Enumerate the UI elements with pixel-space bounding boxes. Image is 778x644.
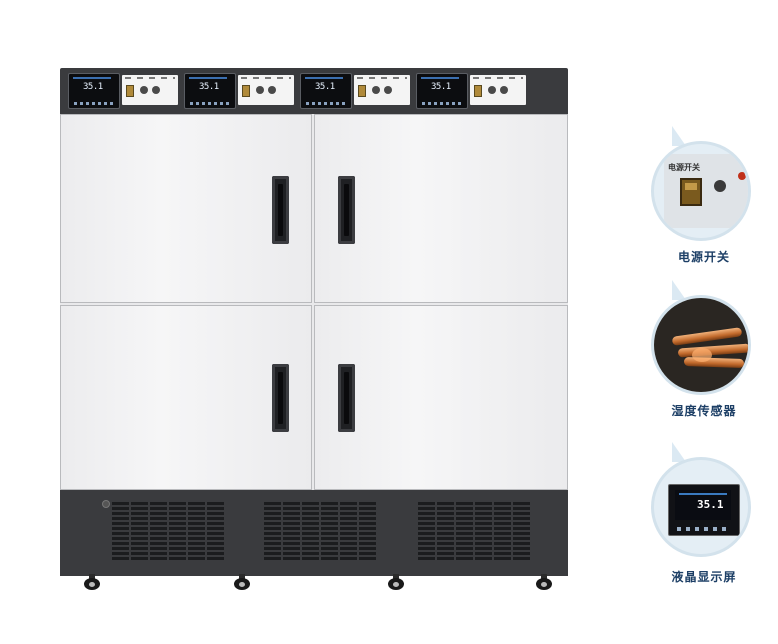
knob[interactable] bbox=[140, 86, 148, 94]
controller-1[interactable]: 35.1 bbox=[64, 73, 180, 109]
knob[interactable] bbox=[152, 86, 160, 94]
power-switch[interactable] bbox=[242, 85, 250, 97]
cabinet-base bbox=[60, 490, 568, 576]
controller-reading: 35.1 bbox=[83, 82, 103, 92]
vent-grille bbox=[112, 502, 224, 560]
caster-wheel bbox=[234, 574, 250, 590]
humidity-sensor-closeup-icon bbox=[652, 280, 754, 398]
caster-wheel bbox=[536, 574, 552, 590]
door-area bbox=[60, 114, 568, 490]
knob[interactable] bbox=[372, 86, 380, 94]
door-top-right[interactable] bbox=[314, 114, 568, 303]
control-panel-strip: 35.1 35.1 35.1 bbox=[60, 68, 568, 114]
vent-grille bbox=[264, 502, 376, 560]
feature-label: 液晶显示屏 bbox=[671, 570, 737, 584]
feature-label: 电源开关 bbox=[677, 250, 730, 264]
controller-3[interactable]: 35.1 bbox=[296, 73, 412, 109]
panel-text: 电源开关 bbox=[668, 163, 700, 172]
knob[interactable] bbox=[488, 86, 496, 94]
controller-screen: 35.1 bbox=[68, 73, 120, 109]
feature-label: 湿度传感器 bbox=[671, 404, 737, 418]
controller-screen: 35.1 bbox=[416, 73, 468, 109]
controller-screen: 35.1 bbox=[300, 73, 352, 109]
power-switch[interactable] bbox=[126, 85, 134, 97]
knob[interactable] bbox=[500, 86, 508, 94]
door-handle[interactable] bbox=[338, 176, 355, 244]
knob[interactable] bbox=[256, 86, 264, 94]
controller-reading: 35.1 bbox=[315, 82, 335, 92]
incubator-cabinet: 35.1 35.1 35.1 bbox=[60, 68, 568, 590]
switch-box bbox=[354, 75, 410, 105]
vent-grille bbox=[418, 502, 530, 560]
door-handle[interactable] bbox=[272, 364, 289, 432]
knob[interactable] bbox=[268, 86, 276, 94]
door-bottom-right[interactable] bbox=[314, 305, 568, 490]
controller-reading: 35.1 bbox=[431, 82, 451, 92]
door-handle[interactable] bbox=[272, 176, 289, 244]
lcd-display-closeup-icon: 35.1 bbox=[652, 442, 754, 560]
switch-box bbox=[238, 75, 294, 105]
lcd-reading: 35.1 bbox=[697, 498, 724, 511]
controller-4[interactable]: 35.1 bbox=[412, 73, 528, 109]
power-switch-closeup-icon: 电源开关 bbox=[652, 126, 754, 244]
caster-wheel bbox=[84, 574, 100, 590]
door-top-left[interactable] bbox=[60, 114, 312, 303]
controller-2[interactable]: 35.1 bbox=[180, 73, 296, 109]
controller-screen: 35.1 bbox=[184, 73, 236, 109]
door-handle[interactable] bbox=[338, 364, 355, 432]
switch-box bbox=[122, 75, 178, 105]
power-switch[interactable] bbox=[474, 85, 482, 97]
lock-icon bbox=[102, 500, 110, 508]
door-bottom-left[interactable] bbox=[60, 305, 312, 490]
power-switch[interactable] bbox=[358, 85, 366, 97]
knob[interactable] bbox=[384, 86, 392, 94]
controller-reading: 35.1 bbox=[199, 82, 219, 92]
switch-box bbox=[470, 75, 526, 105]
caster-wheel bbox=[388, 574, 404, 590]
